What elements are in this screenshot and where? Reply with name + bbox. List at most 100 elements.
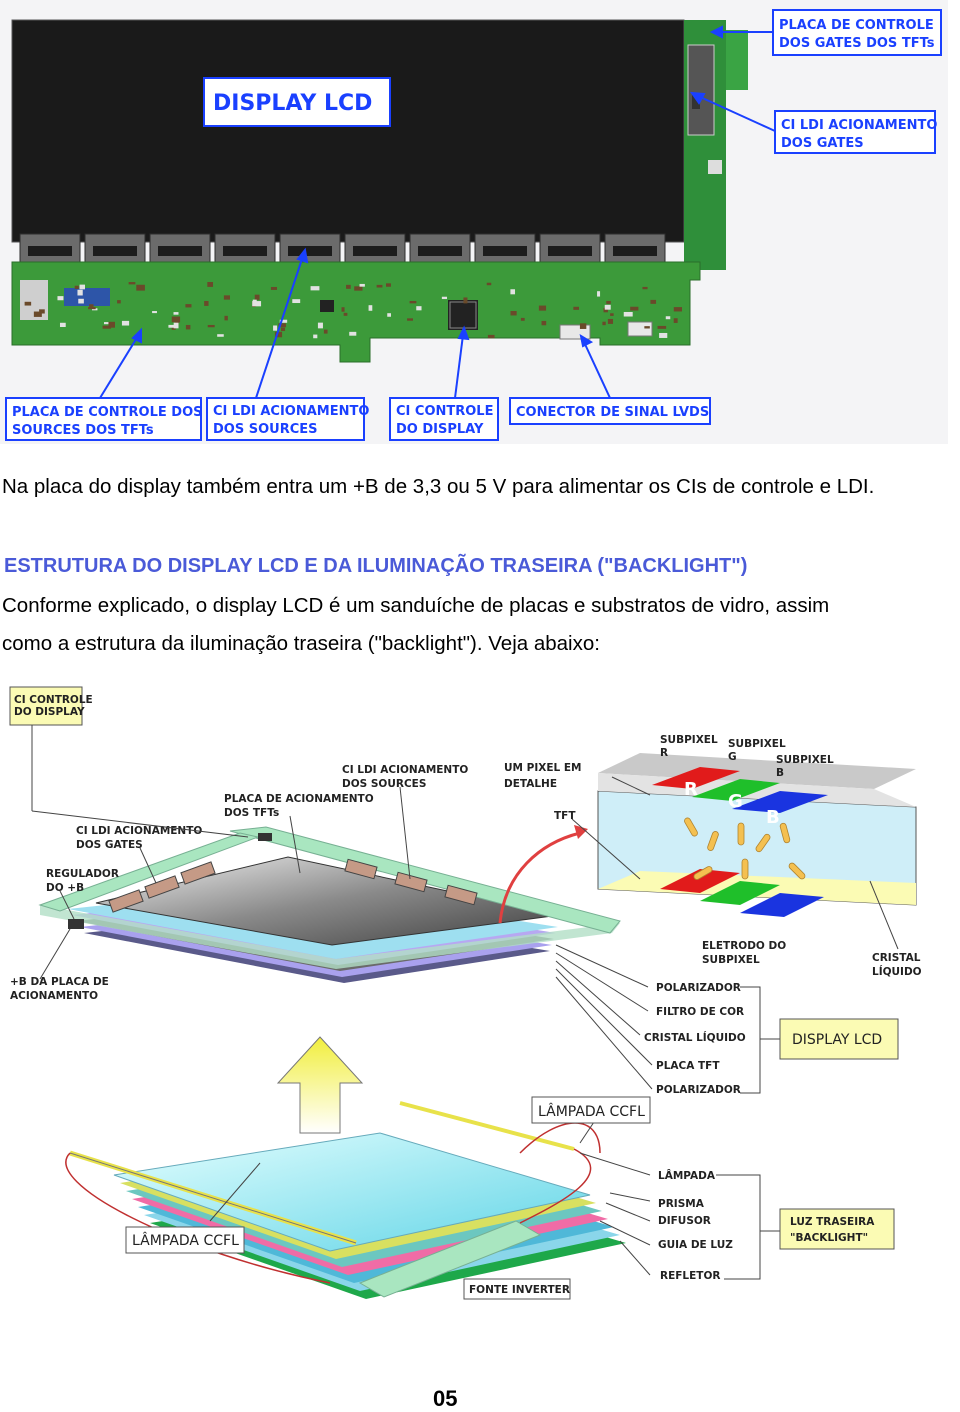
- gate-control-board: [684, 20, 748, 270]
- source-ldi-chip: [353, 246, 397, 256]
- svg-text:DOS GATES: DOS GATES: [76, 839, 143, 851]
- svg-text:FONTE INVERTER: FONTE INVERTER: [469, 1284, 570, 1296]
- letter-b: B: [766, 807, 780, 828]
- svg-text:PLACA DE ACIONAMENTO: PLACA DE ACIONAMENTO: [224, 793, 374, 805]
- callout-display-lcd: DISPLAY LCD: [779, 1018, 899, 1060]
- svg-text:CI CONTROLE: CI CONTROLE: [14, 694, 93, 706]
- svg-text:SUBPIXEL: SUBPIXEL: [728, 738, 786, 750]
- svg-text:CI LDI ACIONAMENTO: CI LDI ACIONAMENTO: [781, 118, 937, 133]
- svg-text:LÂMPADA CCFL: LÂMPADA CCFL: [132, 1231, 239, 1249]
- svg-text:ELETRODO DO: ELETRODO DO: [702, 940, 786, 952]
- svg-text:SOURCES DOS TFTs: SOURCES DOS TFTs: [12, 423, 154, 438]
- svg-text:DISPLAY LCD: DISPLAY LCD: [213, 91, 372, 116]
- svg-text:B: B: [776, 767, 784, 779]
- layer-brackets: [716, 986, 780, 1280]
- svg-text:POLARIZADOR: POLARIZADOR: [656, 982, 741, 994]
- svg-text:REFLETOR: REFLETOR: [660, 1270, 720, 1282]
- svg-text:DO DISPLAY: DO DISPLAY: [14, 706, 85, 718]
- label-fonte-inverter: FONTE INVERTER: [463, 1278, 571, 1300]
- svg-text:DO +B: DO +B: [46, 882, 84, 894]
- letter-r: R: [684, 779, 698, 800]
- light-direction-arrow: [276, 1036, 364, 1134]
- svg-text:PLACA TFT: PLACA TFT: [656, 1060, 720, 1072]
- label-source-ldi: CI LDI ACIONAMENTO DOS SOURCES: [206, 397, 369, 441]
- callout-ci-controle: CI CONTROLE DO DISPLAY: [9, 686, 93, 726]
- svg-text:PLACA DE CONTROLE: PLACA DE CONTROLE: [779, 18, 934, 33]
- label-display-lcd: DISPLAY LCD: [203, 77, 391, 127]
- lcd-panel-stack: [38, 826, 621, 983]
- svg-text:FILTRO DE COR: FILTRO DE COR: [656, 1006, 744, 1018]
- svg-text:UM PIXEL EM: UM PIXEL EM: [504, 762, 581, 774]
- svg-text:CI LDI ACIONAMENTO: CI LDI ACIONAMENTO: [76, 825, 202, 837]
- label-gate-ldi: CI LDI ACIONAMENTO DOS GATES: [774, 110, 937, 154]
- svg-text:DOS GATES: DOS GATES: [781, 136, 864, 151]
- source-ldi-chip: [548, 246, 592, 256]
- svg-text:REGULADOR: REGULADOR: [46, 868, 119, 880]
- svg-text:POLARIZADOR: POLARIZADOR: [656, 1084, 741, 1096]
- svg-text:LÍQUIDO: LÍQUIDO: [872, 965, 922, 978]
- photo-arrows: [99, 25, 776, 399]
- svg-text:CI LDI ACIONAMENTO: CI LDI ACIONAMENTO: [213, 404, 369, 419]
- page-number: 05: [433, 1386, 458, 1411]
- source-control-board: [11, 261, 701, 363]
- svg-text:CONECTOR DE SINAL LVDS: CONECTOR DE SINAL LVDS: [516, 405, 709, 420]
- svg-text:DOS TFTs: DOS TFTs: [224, 807, 279, 819]
- detail-pointer-arrow: [498, 831, 581, 924]
- source-ldi-chip: [418, 246, 462, 256]
- svg-text:PLACA DE CONTROLE DOS: PLACA DE CONTROLE DOS: [12, 405, 203, 420]
- source-ldi-chip: [288, 246, 332, 256]
- diagram-leader-lines: [31, 725, 899, 1276]
- source-ldi-chip: [483, 246, 527, 256]
- lcd-structure-diagram: CI CONTROLE DO DISPLAY CI LDI ACIONAMENT…: [0, 683, 930, 1305]
- letter-g: G: [728, 791, 743, 812]
- svg-text:CRISTAL LÍQUIDO: CRISTAL LÍQUIDO: [644, 1031, 746, 1044]
- subpixel-g-filter: [692, 779, 780, 801]
- lcd-glass-panel: [12, 20, 684, 242]
- svg-text:LÂMPADA: LÂMPADA: [658, 1169, 716, 1182]
- svg-text:+B DA PLACA DE: +B DA PLACA DE: [10, 976, 109, 988]
- backlight-stack: [65, 1101, 626, 1299]
- svg-text:SUBPIXEL: SUBPIXEL: [702, 954, 760, 966]
- label-source-board: PLACA DE CONTROLE DOS SOURCES DOS TFTs: [5, 397, 203, 441]
- lcd-panel-photo: DISPLAY LCD PLACA DE CONTROLE DOS GATES …: [0, 0, 948, 444]
- svg-text:DETALHE: DETALHE: [504, 778, 557, 790]
- svg-text:DOS GATES DOS TFTs: DOS GATES DOS TFTs: [779, 36, 935, 51]
- svg-text:DOS SOURCES: DOS SOURCES: [342, 778, 426, 790]
- svg-text:CI LDI ACIONAMENTO: CI LDI ACIONAMENTO: [342, 764, 468, 776]
- svg-text:DIFUSOR: DIFUSOR: [658, 1215, 711, 1227]
- svg-text:TFT: TFT: [554, 810, 576, 822]
- svg-text:CI CONTROLE: CI CONTROLE: [396, 404, 493, 419]
- source-ldi-chip: [223, 246, 267, 256]
- svg-text:GUIA DE LUZ: GUIA DE LUZ: [658, 1239, 733, 1251]
- paragraph-line-1: Conforme explicado, o display LCD é um s…: [2, 594, 830, 617]
- source-ldi-chip: [158, 246, 202, 256]
- label-gate-board: PLACA DE CONTROLE DOS GATES DOS TFTs: [772, 9, 942, 56]
- supply-note: Na placa do display também entra um +B d…: [2, 475, 875, 498]
- source-ldi-chip: [93, 246, 137, 256]
- source-ldi-chip: [28, 246, 72, 256]
- svg-text:DISPLAY LCD: DISPLAY LCD: [792, 1032, 882, 1048]
- subpixel-b-filter: [732, 791, 828, 813]
- svg-text:ACIONAMENTO: ACIONAMENTO: [10, 990, 98, 1002]
- svg-text:LÂMPADA CCFL: LÂMPADA CCFL: [538, 1102, 645, 1120]
- label-lvds: CONECTOR DE SINAL LVDS: [509, 397, 711, 425]
- pixel-detail-box: [597, 753, 917, 917]
- svg-text:SUBPIXEL: SUBPIXEL: [776, 754, 834, 766]
- svg-text:PRISMA: PRISMA: [658, 1198, 705, 1210]
- svg-text:DO DISPLAY: DO DISPLAY: [396, 422, 484, 437]
- section-title: ESTRUTURA DO DISPLAY LCD E DA ILUMINAÇÃO…: [4, 555, 748, 577]
- inverter-board: [358, 1220, 542, 1298]
- svg-text:G: G: [728, 751, 737, 763]
- paragraph-line-2: como a estrutura da iluminação traseira …: [2, 632, 600, 655]
- label-display-ic: CI CONTROLE DO DISPLAY: [389, 397, 499, 441]
- label-lampada-ccfl-top: LÂMPADA CCFL: [531, 1096, 651, 1124]
- svg-text:SUBPIXEL: SUBPIXEL: [660, 734, 718, 746]
- svg-text:LUZ TRASEIRA: LUZ TRASEIRA: [790, 1216, 875, 1228]
- svg-text:DOS SOURCES: DOS SOURCES: [213, 422, 318, 437]
- svg-text:R: R: [660, 747, 668, 759]
- svg-text:"BACKLIGHT": "BACKLIGHT": [790, 1232, 868, 1244]
- svg-text:CRISTAL: CRISTAL: [872, 952, 921, 964]
- label-lampada-ccfl-left: LÂMPADA CCFL: [125, 1226, 245, 1254]
- callout-luz-traseira: LUZ TRASEIRA "BACKLIGHT": [779, 1208, 895, 1250]
- subpixel-r-filter: [652, 767, 740, 789]
